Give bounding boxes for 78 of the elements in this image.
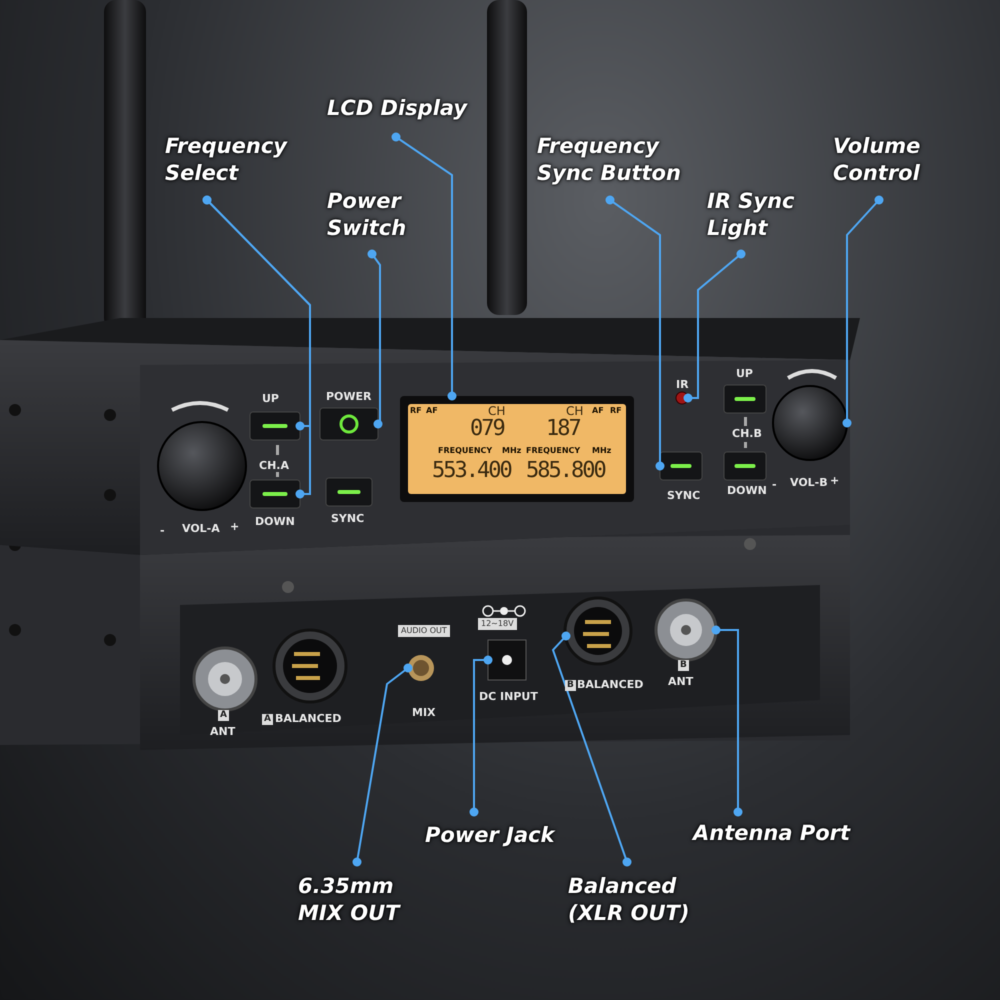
panel-label: SYNC: [667, 489, 700, 502]
panel-label: ANT: [668, 675, 694, 688]
panel-label: MIX: [412, 706, 436, 719]
display-readout: 079: [470, 418, 504, 440]
panel-label: DOWN: [255, 515, 295, 528]
callout-label: IR Sync Light: [707, 188, 796, 242]
callout-label: Power Switch: [327, 188, 408, 242]
panel-label: ANT: [210, 725, 236, 738]
callout-label: Antenna Port: [693, 820, 852, 847]
leader-line: [352, 664, 412, 866]
callout-label: Frequency Sync Button: [537, 133, 682, 187]
up-button: [250, 412, 300, 440]
display-readout: FREQUENCY: [526, 447, 580, 455]
sync-button: [660, 452, 702, 480]
panel-label: SYNC: [331, 512, 364, 525]
display-readout: 585.800: [526, 460, 605, 482]
callout-label: 6.35mm MIX OUT: [298, 873, 402, 927]
audio-jack: [408, 655, 434, 681]
panel-label: BALANCED: [275, 712, 342, 725]
callout-label: Volume Control: [833, 133, 922, 187]
display-readout: MHz: [592, 447, 612, 455]
antenna-connector: [192, 646, 258, 712]
leader-line: [684, 250, 746, 402]
display-readout: RF: [610, 407, 622, 415]
panel-label: POWER: [326, 390, 372, 403]
display-readout: AF: [426, 407, 438, 415]
volume-knob: [772, 385, 848, 461]
leader-line: [470, 656, 492, 816]
panel-label: CH.A: [259, 459, 289, 472]
leader-line: [712, 626, 742, 816]
display-readout: CH: [488, 405, 506, 417]
dc-power-jack: [488, 640, 526, 680]
panel-label: UP: [262, 392, 279, 405]
display-readout: 187: [546, 418, 580, 440]
display-readout: RF: [410, 407, 422, 415]
panel-label: VOL-B: [790, 476, 828, 489]
panel-label: B: [678, 660, 689, 671]
panel-label: 12~18V: [478, 618, 517, 630]
xlr-connector: [564, 596, 632, 666]
panel-label: VOL-A: [182, 522, 220, 535]
leader-line: [606, 196, 664, 470]
callout-label: Frequency Select: [165, 133, 288, 187]
power-button: [320, 408, 378, 440]
leader-line: [368, 250, 382, 428]
callout-label: Balanced (XLR OUT): [568, 873, 690, 927]
leader-line: [392, 132, 456, 400]
panel-label: A: [218, 710, 229, 721]
callout-label: Power Jack: [425, 822, 556, 849]
panel-label: CH.B: [732, 427, 762, 440]
panel-label: UP: [736, 367, 753, 380]
volume-knob: [157, 421, 247, 511]
leader-line: [552, 632, 632, 866]
panel-label: B: [565, 680, 576, 691]
display-readout: CH: [566, 405, 584, 417]
panel-label: -: [772, 478, 777, 491]
panel-label: DC INPUT: [479, 690, 538, 703]
panel-label: BALANCED: [577, 678, 644, 691]
xlr-connector: [272, 628, 348, 704]
up-button: [724, 384, 766, 414]
leader-line: [842, 196, 884, 428]
down-button: [250, 480, 300, 508]
panel-label: IR: [676, 378, 689, 391]
display-readout: 553.400: [432, 460, 511, 482]
panel-label: AUDIO OUT: [398, 625, 450, 637]
display-readout: MHz: [502, 447, 522, 455]
antenna-connector: [654, 598, 718, 662]
lcd-display: [400, 396, 634, 502]
panel-label: +: [230, 520, 240, 533]
down-button: [724, 452, 766, 480]
panel-label: A: [262, 714, 273, 725]
sync-button: [326, 478, 372, 506]
display-readout: AF: [592, 407, 604, 415]
callout-label: LCD Display: [327, 95, 469, 122]
panel-label: +: [830, 474, 840, 487]
panel-label: -: [160, 524, 165, 537]
panel-label: DOWN: [727, 484, 767, 497]
leader-line: [202, 196, 311, 498]
display-readout: FREQUENCY: [438, 447, 492, 455]
